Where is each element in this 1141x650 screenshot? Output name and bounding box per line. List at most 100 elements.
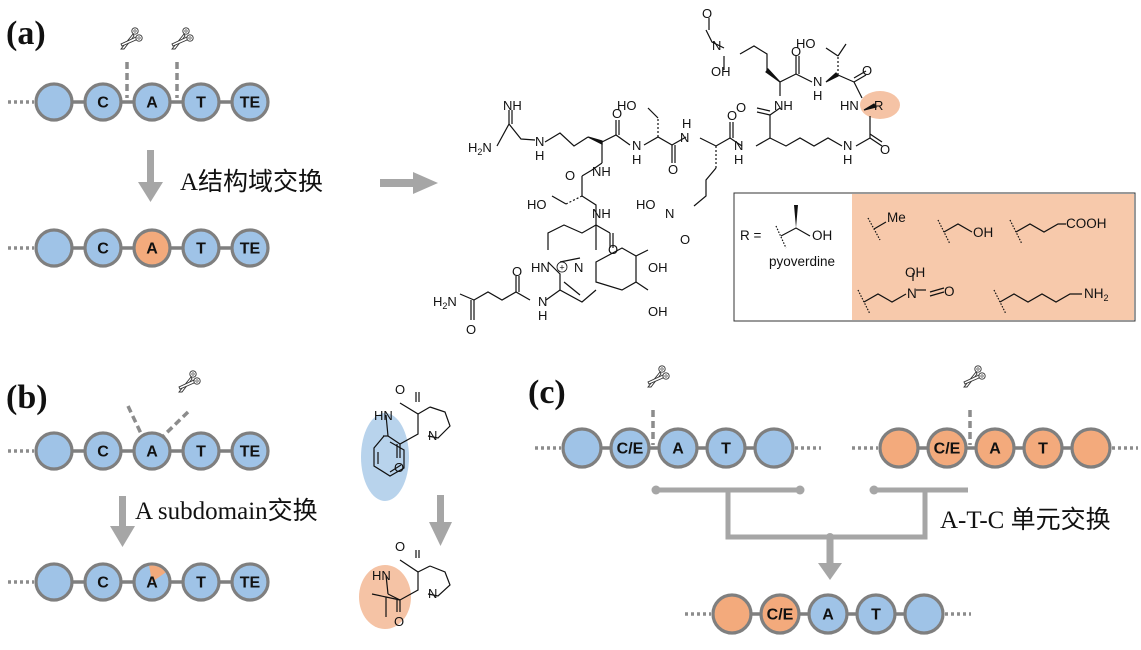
- domain-label: A: [146, 241, 158, 258]
- atom-label: O: [668, 162, 678, 177]
- domain-label: A: [146, 95, 158, 112]
- atom-label: N: [535, 134, 544, 149]
- domain-t: T: [705, 427, 747, 469]
- atom-label: N: [632, 138, 641, 153]
- domain-label: T: [196, 444, 206, 461]
- domain-label: C/E: [934, 441, 961, 458]
- b-swap-label: A subdomain交换: [135, 497, 318, 525]
- merge-bracket: [651, 485, 968, 580]
- domain-a: A: [974, 427, 1016, 469]
- atom-label: OH: [648, 260, 668, 275]
- atom-label: O: [702, 6, 712, 21]
- domain-unlabeled: [34, 82, 74, 122]
- domain-label: C/E: [767, 607, 794, 624]
- r-group-highlight: [860, 91, 900, 119]
- domain-label: T: [871, 607, 881, 624]
- atom-label: H: [682, 116, 691, 131]
- domain-c-e: C/E: [759, 593, 801, 635]
- atom-label: OH: [648, 304, 668, 319]
- domain-t: T: [181, 82, 221, 122]
- atom-label: O: [736, 100, 746, 115]
- atom-label: R: [874, 98, 883, 113]
- atom-label: O: [944, 284, 955, 299]
- atom-label: O: [791, 44, 801, 59]
- panel-c-label: (c): [528, 374, 566, 411]
- atom-label: N: [428, 586, 437, 601]
- atom-label: N: [813, 74, 822, 89]
- domain-te: TE: [230, 562, 270, 602]
- domain-label: TE: [240, 95, 261, 112]
- down-arrow: [429, 495, 452, 546]
- atom-label: H2N: [468, 140, 492, 157]
- scissors-icon: [178, 370, 201, 393]
- domain-unlabeled: [561, 427, 603, 469]
- atom-label: N: [843, 138, 852, 153]
- domain-chain-a-top: C A T TE: [8, 82, 270, 122]
- atom-label: O: [565, 168, 575, 183]
- atom-label: HN: [531, 260, 550, 275]
- domain-t: T: [181, 431, 221, 471]
- atom-label: NH: [774, 98, 793, 113]
- atom-label: O: [612, 106, 622, 121]
- panel-b-label: (b): [6, 379, 48, 416]
- domain-unlabeled: [34, 228, 74, 268]
- domain-label: T: [721, 441, 731, 458]
- down-arrow: [138, 150, 163, 202]
- atom-label: H: [632, 152, 641, 167]
- atom-label: O: [395, 539, 405, 554]
- domain-label: TE: [240, 241, 261, 258]
- domain-t: T: [181, 562, 221, 602]
- domain-a: A: [132, 562, 172, 602]
- r-variant-aminobutyl: NH2: [1084, 286, 1109, 303]
- atom-label: HN: [840, 98, 859, 113]
- domain-unlabeled: [1070, 427, 1112, 469]
- atom-label: OH: [711, 64, 731, 79]
- atom-label: NH: [592, 164, 611, 179]
- domain-label: A: [146, 444, 158, 461]
- domain-te: TE: [230, 82, 270, 122]
- domain-a: A: [132, 431, 172, 471]
- pyoverdine-structure: NH H2N N H O HO N H NH O O H N O N H O N…: [433, 6, 1136, 337]
- domain-t: T: [1022, 427, 1064, 469]
- domain-label: A: [672, 441, 684, 458]
- atom-label: N: [428, 428, 437, 443]
- domain-t: T: [181, 228, 221, 268]
- atom-label: O: [608, 242, 618, 257]
- domain-label: C: [97, 95, 109, 112]
- domain-c: C: [83, 562, 123, 602]
- right-arrow: [380, 172, 438, 194]
- r-variants-background: [852, 194, 1134, 320]
- domain-a: A: [132, 228, 172, 268]
- pyoverdine-label: pyoverdine: [769, 254, 835, 269]
- atom-label: O: [680, 232, 690, 247]
- atom-label: N: [907, 286, 917, 301]
- atom-label: N: [574, 260, 583, 275]
- atom-label: H: [813, 88, 822, 103]
- plus-sign: +: [559, 263, 564, 273]
- domain-label: T: [1038, 441, 1048, 458]
- c-swap-label: A-T-C 单元交换: [940, 506, 1111, 534]
- domain-te: TE: [230, 431, 270, 471]
- domain-a: A: [807, 593, 849, 635]
- domain-unlabeled: [753, 427, 795, 469]
- a-swap-label: A结构域交换: [180, 168, 323, 196]
- domain-label: T: [196, 95, 206, 112]
- atom-label: H: [538, 308, 547, 323]
- panel-c: (c) C/E A T C/E A T A-T-C 单元交换 C/E A T: [528, 365, 1138, 635]
- atom-label: OH: [812, 228, 832, 243]
- domain-unlabeled: [903, 593, 945, 635]
- domain-chain-c-result: C/E A T: [685, 593, 971, 635]
- atom-label: O: [880, 142, 890, 157]
- domain-label: A: [146, 575, 158, 592]
- atom-label: H2N: [433, 294, 457, 311]
- down-arrow: [110, 496, 135, 547]
- bonds: [459, 18, 883, 320]
- domain-c-e: C/E: [926, 427, 968, 469]
- domain-te: TE: [230, 228, 270, 268]
- atom-label: N: [734, 138, 743, 153]
